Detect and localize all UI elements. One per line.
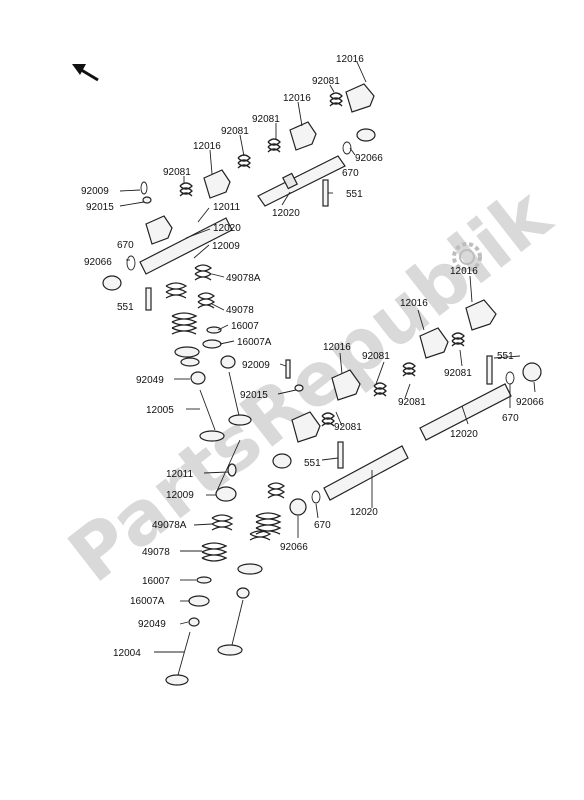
- part-label: 16007A: [237, 337, 272, 348]
- part-label: 92081: [444, 368, 472, 379]
- part-label: 92081: [334, 422, 362, 433]
- part-label: 92081: [312, 76, 340, 87]
- part-label: 12011: [166, 469, 194, 480]
- part-label: 92009: [81, 186, 109, 197]
- right-rocker-springs: [321, 332, 465, 427]
- part-label: 49078: [142, 547, 170, 558]
- part-label: 551: [497, 351, 514, 362]
- part-label: 12005: [146, 405, 174, 416]
- part-label: 92066: [84, 257, 112, 268]
- part-label: 49078A: [226, 273, 261, 284]
- part-label: 12016: [450, 266, 478, 277]
- part-label: 12004: [113, 648, 141, 659]
- part-label: 92066: [516, 397, 544, 408]
- upper-rocker-arms: [145, 83, 375, 245]
- part-label: 92066: [355, 153, 383, 164]
- upper-valve-stack: [165, 264, 252, 442]
- part-label: 16007: [231, 321, 259, 332]
- part-label: 92049: [136, 375, 164, 386]
- part-label: 92015: [86, 202, 114, 213]
- upper-small-parts: [102, 128, 376, 311]
- upper-rocker-springs: [179, 92, 343, 197]
- part-label: 12011: [213, 202, 241, 213]
- part-label: 12020: [450, 429, 478, 440]
- part-label: 12016: [336, 54, 364, 65]
- part-label: 92081: [221, 126, 249, 137]
- part-label: 12016: [323, 342, 351, 353]
- part-label: 12020: [272, 208, 300, 219]
- part-label: 551: [304, 458, 321, 469]
- part-label: 12016: [283, 93, 311, 104]
- part-label: 92015: [240, 390, 268, 401]
- part-label: 12009: [212, 241, 240, 252]
- part-label: 12016: [193, 141, 221, 152]
- right-rocker-arms: [291, 299, 497, 443]
- part-label: 92081: [163, 167, 191, 178]
- part-label: 16007: [142, 576, 170, 587]
- leader-lines: [119, 61, 536, 653]
- part-label: 92066: [280, 542, 308, 553]
- part-label: 12020: [213, 223, 241, 234]
- part-label: 12020: [350, 507, 378, 518]
- right-rocker-shaft: [323, 383, 512, 501]
- part-label: 551: [117, 302, 134, 313]
- part-label: 49078A: [152, 520, 187, 531]
- part-label: 92009: [242, 360, 270, 371]
- right-valve-stack: [217, 453, 292, 656]
- part-label: 49078: [226, 305, 254, 316]
- gear-icon: [452, 242, 482, 272]
- part-label: 12009: [166, 490, 194, 501]
- part-label: 92081: [398, 397, 426, 408]
- lower-left-valve-stack: [165, 463, 237, 686]
- part-label: 92049: [138, 619, 166, 630]
- upper-rocker-shaft: [139, 155, 346, 275]
- part-label: 670: [117, 240, 134, 251]
- part-label: 670: [314, 520, 331, 531]
- arrow-up-left-icon: [72, 64, 99, 82]
- right-small-parts: [285, 355, 542, 516]
- part-label: 551: [346, 189, 363, 200]
- part-label: 670: [502, 413, 519, 424]
- part-label: 16007A: [130, 596, 165, 607]
- part-label: 92081: [362, 351, 390, 362]
- part-label: 12016: [400, 298, 428, 309]
- watermark-text: PartsRepublik: [53, 171, 567, 599]
- part-label: 670: [342, 168, 359, 179]
- part-labels: 12016 92081 12016 92081 92081 12016 9206…: [81, 54, 544, 659]
- part-label: 92081: [252, 114, 280, 125]
